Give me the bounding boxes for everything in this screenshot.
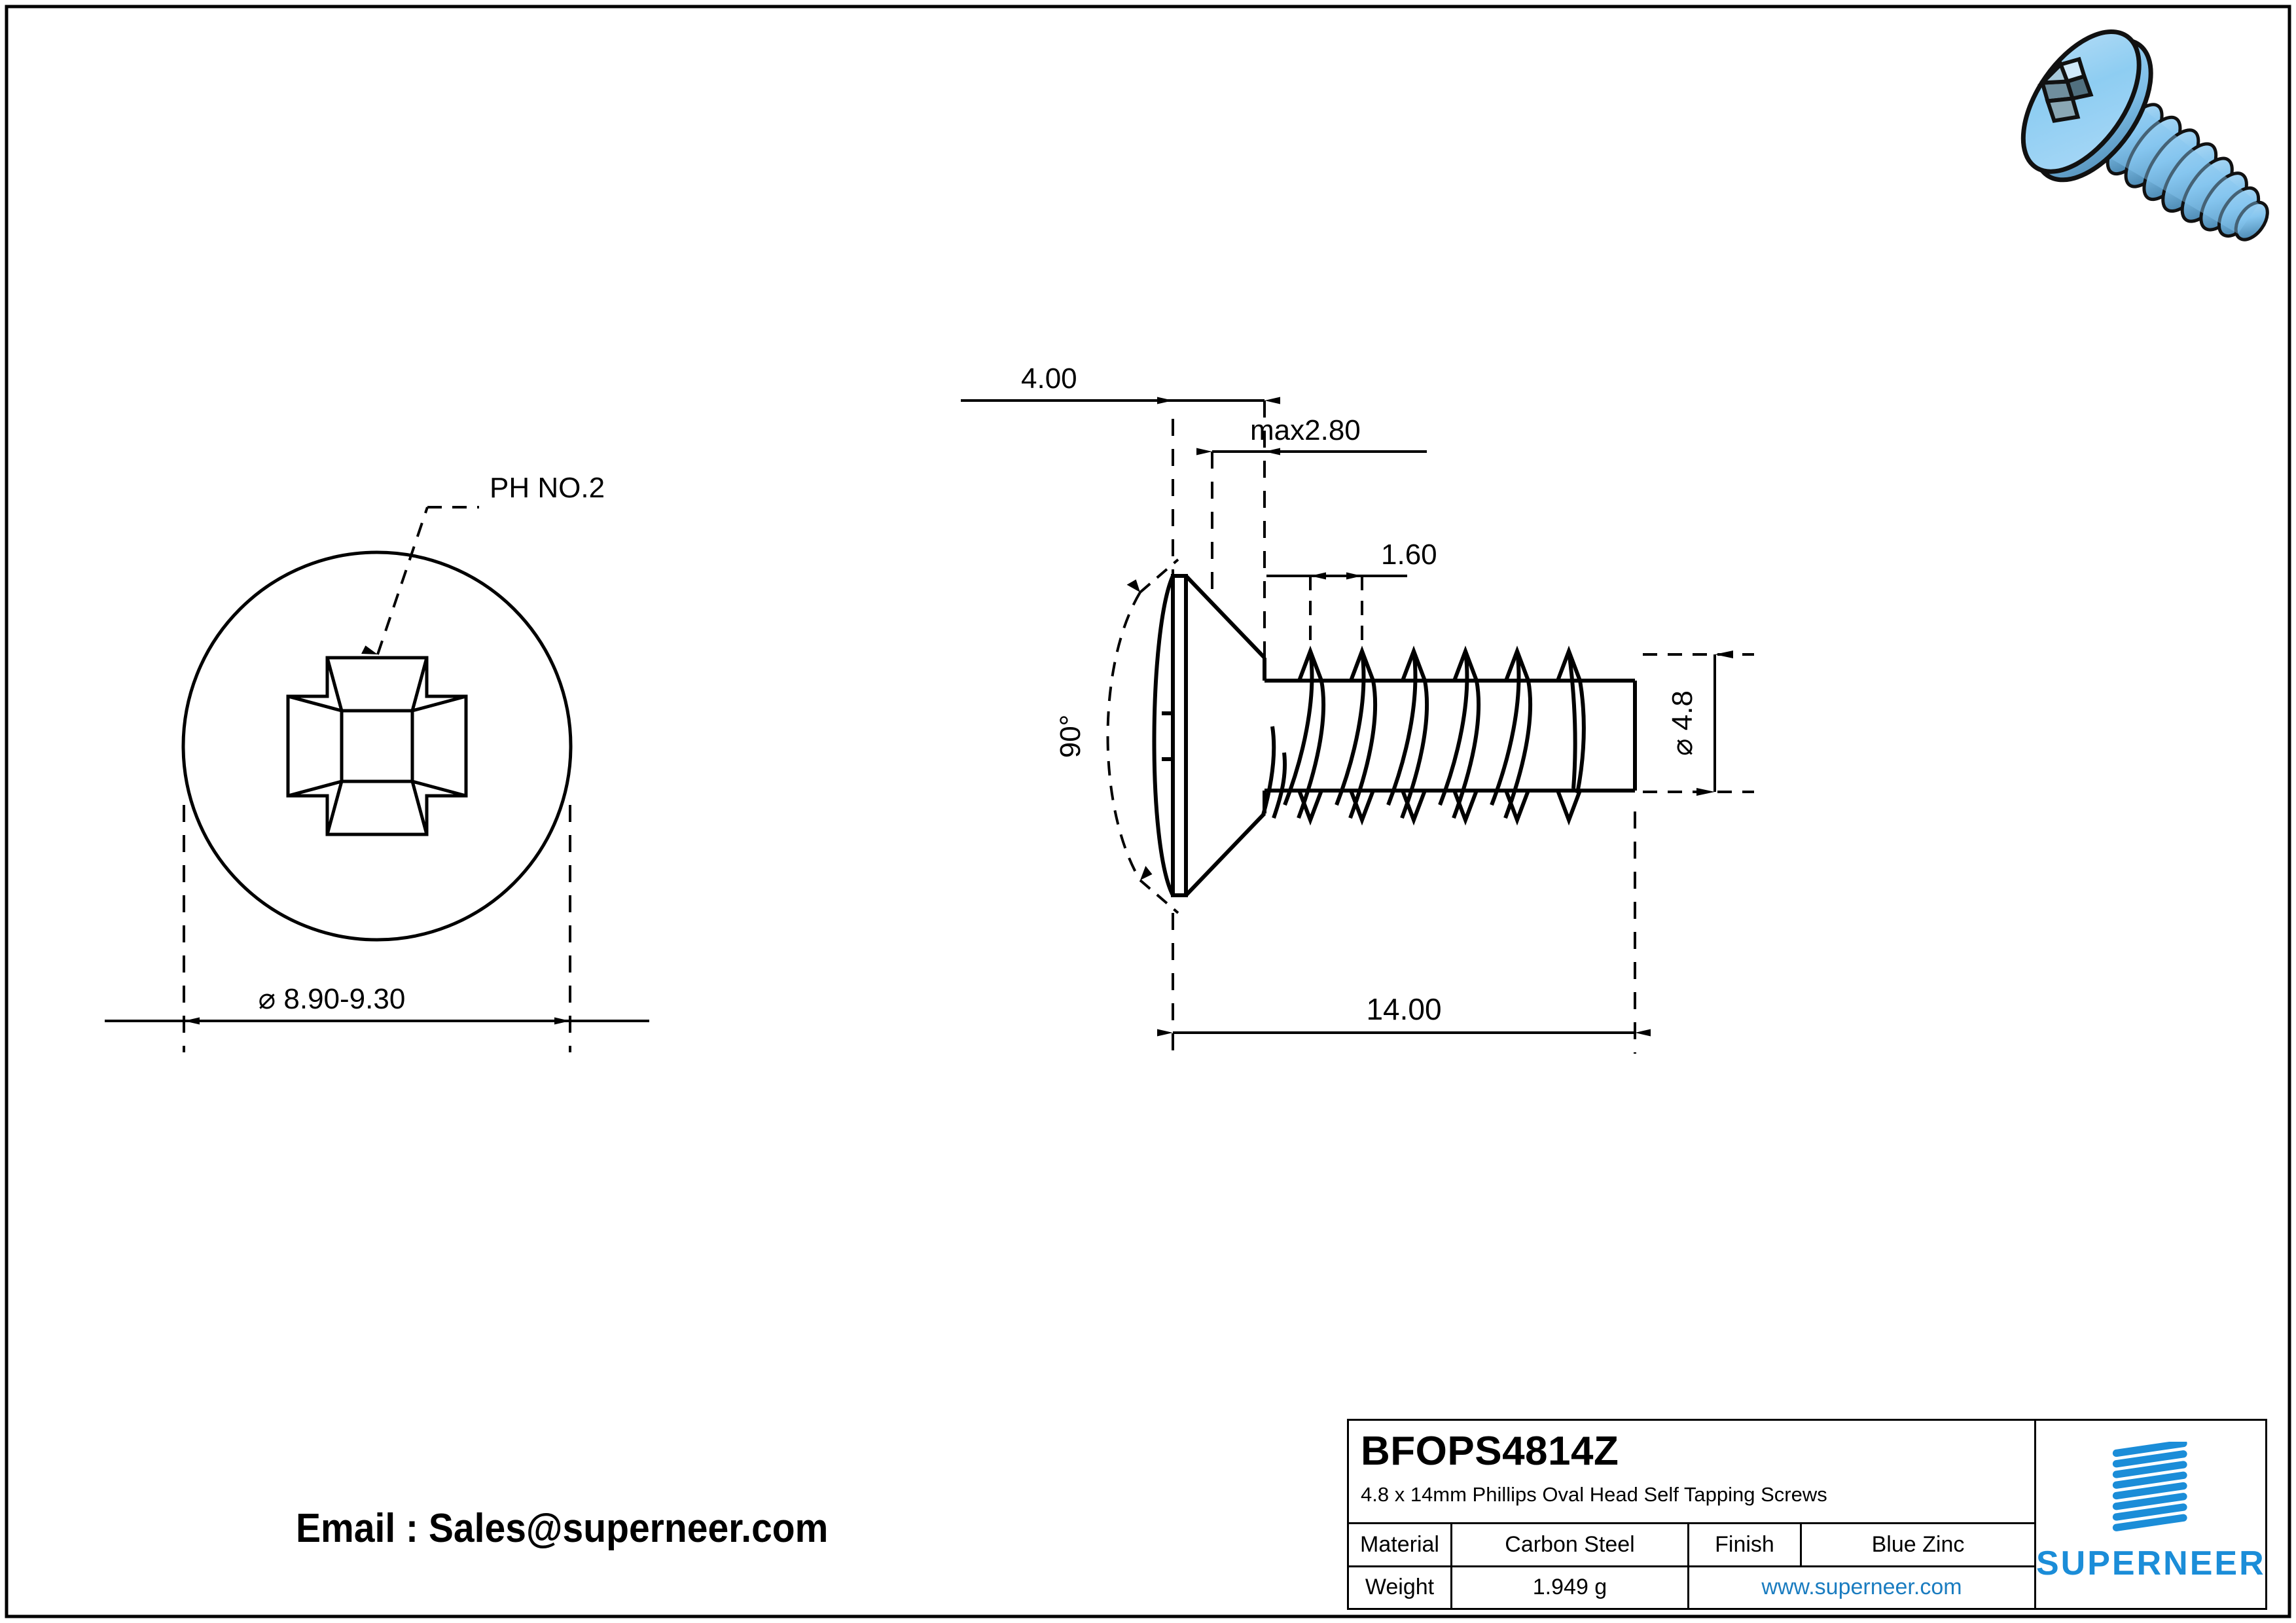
ph-callout-leader [361,506,479,655]
part-number: BFOPS4814Z [1361,1429,1619,1474]
table-row: Weight 1.949 g www.superneer.com [1349,1567,2034,1608]
finish-label: Finish [1689,1524,1802,1565]
material-label: Material [1349,1524,1452,1565]
weight-label: Weight [1349,1567,1452,1608]
sheet-border [5,5,2291,1618]
side-view-angle-label: 90° [1054,715,1086,758]
title-block-spec-table: Material Carbon Steel Finish Blue Zinc W… [1349,1524,2034,1608]
contact-email: Email : Sales@superneer.com [296,1506,829,1551]
title-block-description: BFOPS4814Z 4.8 x 14mm Phillips Oval Head… [1349,1421,2034,1524]
brand-name: SUPERNEER [2036,1544,2266,1582]
title-block: BFOPS4814Z 4.8 x 14mm Phillips Oval Head… [1347,1419,2267,1610]
front-view-group: ⌀ 8.90-9.30 PH NO.2 [105,472,649,1052]
superneer-logo-icon [2113,1442,2187,1531]
side-view-pitch-label: 1.60 [1381,539,1437,571]
side-view-shank-diameter-label: ⌀ 4.8 [1666,690,1698,756]
ph-recess-callout-label: PH NO.2 [490,472,605,504]
part-description: 4.8 x 14mm Phillips Oval Head Self Tappi… [1361,1483,1827,1507]
side-view-recess-depth-label: max2.80 [1250,414,1361,446]
table-row: Material Carbon Steel Finish Blue Zinc [1349,1524,2034,1567]
dim-head-angle [1106,558,1179,914]
side-view-head-height-label: 4.00 [1021,363,1077,395]
side-view-group: 90° 4.00 max2.80 [961,363,1754,1054]
screw-3d-render [2020,29,2269,241]
weight-value: 1.949 g [1452,1567,1689,1608]
thread-profile [1261,645,1586,826]
brand-cell: SUPERNEER [2036,1421,2266,1608]
website-link[interactable]: www.superneer.com [1761,1575,1962,1600]
front-view-diameter-label: ⌀ 8.90-9.30 [259,983,406,1015]
side-view-length-label: 14.00 [1366,992,1441,1026]
finish-value: Blue Zinc [1871,1531,1965,1557]
title-block-left: BFOPS4814Z 4.8 x 14mm Phillips Oval Head… [1349,1421,2036,1608]
material-value: Carbon Steel [1452,1524,1689,1565]
